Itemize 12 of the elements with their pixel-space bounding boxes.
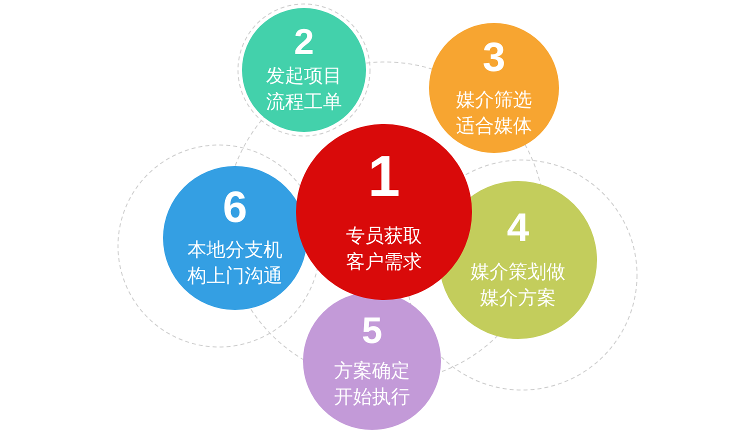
step-label: 媒介策划做媒介方案 xyxy=(470,261,566,311)
step-label: 媒介筛选适合媒体 xyxy=(455,88,533,138)
step-label: 方案确定开始执行 xyxy=(333,360,411,410)
step-number: 3 xyxy=(482,36,506,78)
step-label: 专员获取客户需求 xyxy=(345,225,423,275)
step-number: 2 xyxy=(294,24,314,60)
step-number: 6 xyxy=(222,186,248,230)
step-label: 本地分支机构上门沟通 xyxy=(186,239,284,289)
step-number: 4 xyxy=(506,208,530,248)
step-number: 1 xyxy=(368,148,400,206)
step-number: 5 xyxy=(362,312,382,348)
step-label: 发起项目流程工单 xyxy=(265,65,343,115)
